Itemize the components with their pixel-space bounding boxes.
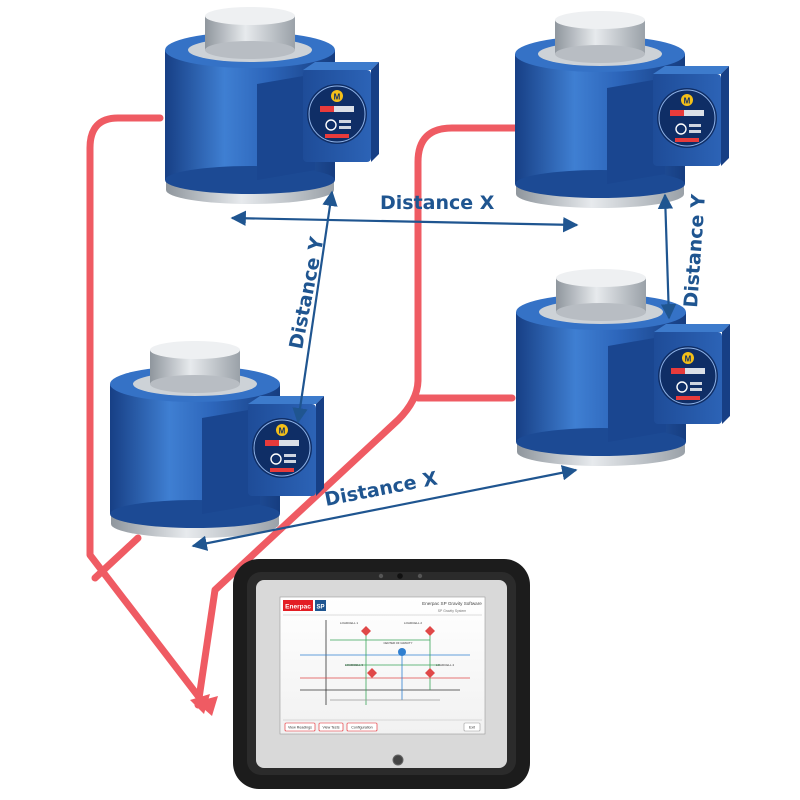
tablet-cog-label: CENTER OF GRAVITY [383, 641, 412, 645]
tablet-cell-label-2: LOADCELL 2 [404, 621, 422, 625]
tablet-footer-button-readings[interactable]: View Readings [284, 722, 316, 732]
cable-cell-bottom-left [91, 534, 142, 582]
distance-x-top-arrow [230, 210, 579, 233]
cable-cell-top-left [86, 114, 209, 709]
cable-arrow-right [190, 694, 210, 714]
load-cell-top-left [164, 6, 380, 205]
load-cell-bottom-left [109, 340, 325, 539]
tablet-screen: Enerpac SP Enerpac SP Gravity Software S… [279, 596, 486, 735]
dimension-lines [191, 190, 677, 551]
distance-y-right-label: Distance Y [680, 193, 710, 308]
tablet-brand-logo [283, 600, 313, 611]
tablet-app-title: Enerpac SP Gravity Software [422, 601, 482, 606]
tablet-footer-button-tests-label: View Tests [322, 726, 339, 730]
tablet-exit-button-label: Exit [469, 726, 475, 730]
tablet-subtitle: SP Gravity System [438, 609, 467, 613]
tablet-footer-button-configuration-label: Configuration [351, 726, 372, 730]
tablet-cell-label-1: LOADCELL 1 [340, 621, 358, 625]
distance-x-bottom-arrow [191, 465, 578, 551]
load-cell-top-right [514, 10, 730, 209]
cables [86, 114, 521, 709]
tablet-cell-label-3: LOADCELL 3 [345, 663, 363, 667]
tablet-footer-button-configuration[interactable]: Configuration [346, 722, 378, 732]
tablet-exit-button[interactable]: Exit [463, 722, 481, 732]
tablet-brand-logo-text: Enerpac [285, 604, 311, 611]
tablet-cell-markers [361, 626, 435, 678]
tablet-home-button[interactable] [392, 754, 404, 766]
distance-y-right-arrow [657, 193, 677, 320]
distance-y-left-label: Distance Y [285, 235, 328, 351]
tablet-footer-button-tests[interactable]: View Tests [318, 722, 344, 732]
tablet-footer-button-readings-label: View Readings [288, 726, 312, 730]
cable-cell-top-right [194, 124, 521, 709]
tablet-brand-badge: SP [316, 605, 324, 611]
distance-x-top-label: Distance X [380, 192, 495, 214]
distance-y-left-arrow [292, 190, 338, 424]
tablet: Enerpac SP Enerpac SP Gravity Software S… [233, 559, 530, 789]
tablet-schematic [300, 620, 470, 705]
tablet-cell-label-4: LOADCELL 4 [436, 663, 454, 667]
